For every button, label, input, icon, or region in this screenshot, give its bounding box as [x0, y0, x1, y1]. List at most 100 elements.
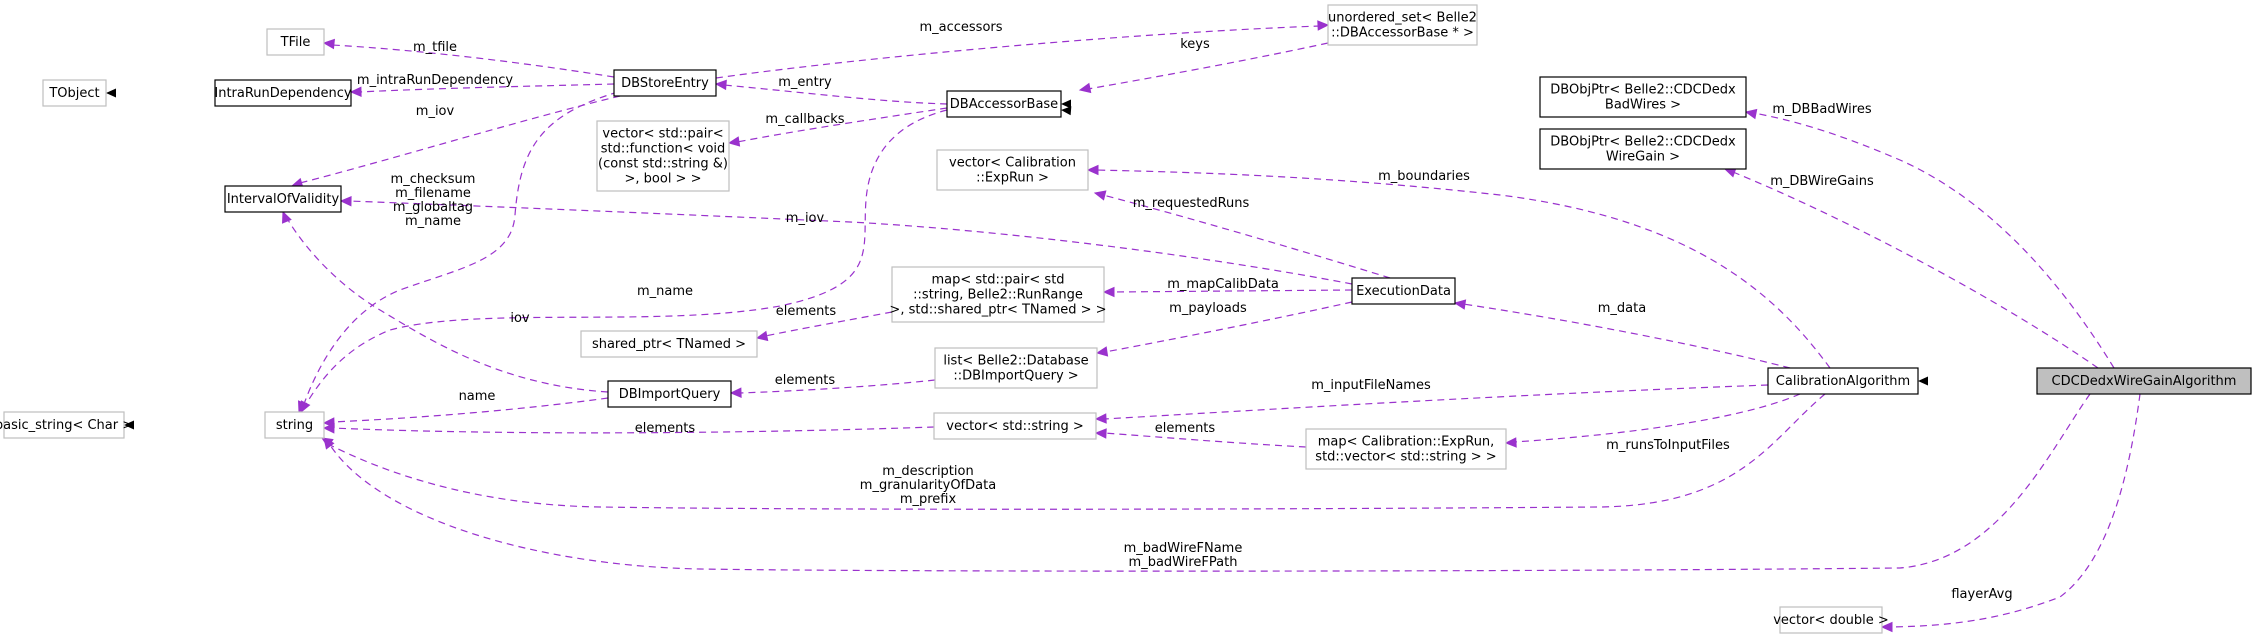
class-node-label: string: [276, 418, 313, 433]
edge-label-m-badwirefpath: m_badWireFPath: [1129, 555, 1238, 570]
arrowhead-icon: [1061, 106, 1072, 116]
edge-line: [331, 44, 615, 78]
class-node-box: [580, 330, 758, 358]
edge-line: [348, 200, 1353, 285]
class-node-cdcdedxwiregainalgorithm[interactable]: CDCDedxWireGainAlgorithm: [2036, 367, 2252, 395]
class-node-calibrationalgorithm[interactable]: CalibrationAlgorithm: [1767, 367, 1919, 395]
arrowhead-icon: [1095, 346, 1109, 357]
class-node-box: [1327, 4, 1478, 46]
class-node-label: list< Belle2::Database: [943, 354, 1088, 369]
edge-label-m-iov: m_iov: [786, 211, 825, 226]
usage-edge-map-pair-to-shared-ptr: [755, 311, 893, 342]
edge-label-m-name: m_name: [637, 284, 693, 299]
inheritance-edge-cdcdedxwiregainalgorithm-to-calibrationalgorithm: [1918, 376, 1928, 386]
class-node-box: [224, 185, 342, 213]
edge-line: [1111, 289, 1353, 293]
edge-label-m-inputfilenames: m_inputFileNames: [1311, 378, 1431, 393]
edge-labels-layer: m_tfilem_intraRunDependencym_iovm_checks…: [357, 20, 2013, 602]
class-node-dbstoreentry[interactable]: DBStoreEntry: [613, 69, 717, 97]
class-node-list-dbimportquery[interactable]: list< Belle2::Database::DBImportQuery >: [934, 347, 1098, 389]
usage-edge-dbstoreentry-to-string: [298, 91, 619, 414]
class-node-label: basic_string< Char >: [0, 418, 133, 433]
class-node-map-pair[interactable]: map< std::pair< std::string, Belle2::Run…: [889, 266, 1107, 323]
class-node-tobject[interactable]: TObject: [42, 79, 107, 107]
class-node-label: vector< Calibration: [949, 156, 1076, 171]
class-node-vector-exprun[interactable]: vector< Calibration::ExpRun >: [936, 149, 1089, 191]
arrowhead-icon: [755, 330, 769, 342]
class-node-unordered-set[interactable]: unordered_set< Belle2::DBAccessorBase * …: [1327, 4, 1478, 46]
class-node-vector-double[interactable]: vector< double >: [1773, 606, 1889, 634]
edge-label-m-prefix: m_prefix: [900, 492, 957, 507]
class-node-label: unordered_set< Belle2: [1328, 11, 1477, 26]
class-node-tfile[interactable]: TFile: [266, 28, 325, 56]
class-node-label: vector< std::string >: [946, 419, 1083, 434]
usage-edge-dbstoreentry-to-unordered-set: [715, 20, 1330, 79]
class-node-box: [2036, 367, 2252, 395]
arrowhead-icon: [106, 88, 116, 98]
class-node-vector-callbacks[interactable]: vector< std::pair<std::function< void(co…: [596, 120, 730, 192]
edge-label-m-runstoinputfiles: m_runsToInputFiles: [1606, 438, 1730, 453]
edge-label-flayeravg: flayerAvg: [1951, 587, 2012, 602]
class-node-dbaccessorbase[interactable]: DBAccessorBase: [946, 90, 1062, 118]
edge-line: [723, 84, 948, 105]
edge-label-m-description: m_description: [882, 464, 973, 479]
usage-edge-dbimportquery-to-intervalofvalidity: [282, 210, 609, 393]
arrowhead-icon: [1880, 621, 1893, 633]
edge-label-iov: iov: [510, 311, 530, 326]
arrowhead-icon: [1086, 164, 1099, 176]
edge-line: [715, 25, 1321, 79]
usage-edge-vector-string-to-string: [322, 423, 935, 434]
edge-label-m-data: m_data: [1598, 301, 1646, 316]
edge-label-m-entry: m_entry: [778, 75, 832, 90]
edge-label-m-accessors: m_accessors: [919, 20, 1002, 35]
class-node-label: >, bool > >: [625, 172, 702, 187]
edge-label-m-iov: m_iov: [416, 104, 455, 119]
usage-edge-executiondata-to-vector-exprun: [1093, 190, 1391, 279]
class-node-label: >, std::shared_ptr< TNamed > >: [889, 303, 1106, 318]
edge-label-m-payloads: m_payloads: [1169, 301, 1247, 316]
class-node-box: [214, 79, 352, 107]
arrowhead-icon: [124, 420, 134, 430]
edge-line: [1462, 303, 1791, 369]
usage-edge-cdcdedxwiregainalgorithm-to-vector-double: [1880, 393, 2141, 633]
arrowhead-icon: [1744, 108, 1758, 120]
class-node-label: vector< double >: [1773, 613, 1889, 628]
edge-label-elements: elements: [775, 373, 836, 388]
class-node-executiondata[interactable]: ExecutionData: [1351, 277, 1456, 305]
edge-line: [738, 379, 936, 394]
edge-label-m-tfile: m_tfile: [413, 40, 457, 55]
arrowhead-icon: [323, 437, 335, 450]
class-node-basic-string[interactable]: basic_string< Char >: [0, 411, 133, 439]
class-node-intervalofvalidity[interactable]: IntervalOfValidity: [224, 185, 342, 213]
class-node-label: CalibrationAlgorithm: [1776, 374, 1910, 389]
class-node-label: DBAccessorBase: [950, 97, 1058, 112]
usage-edge-dbstoreentry-to-intrarundependency: [349, 83, 615, 98]
class-node-map-exprun[interactable]: map< Calibration::ExpRun,std::vector< st…: [1305, 428, 1507, 470]
class-node-string[interactable]: string: [264, 411, 325, 439]
usage-edge-cdcdedxwiregainalgorithm-to-dbobjptr-badwires: [1744, 108, 2115, 369]
class-node-vector-string[interactable]: vector< std::string >: [933, 412, 1097, 440]
arrowhead-icon: [729, 387, 742, 398]
edge-label-m-mapcalibdata: m_mapCalibData: [1167, 277, 1279, 292]
edge-label-elements: elements: [1155, 421, 1216, 436]
arrowhead-icon: [1102, 286, 1115, 298]
edge-label-m-globaltag: m_globaltag: [393, 200, 473, 215]
class-node-label: IntraRunDependency: [214, 86, 352, 101]
class-node-intrarundependency[interactable]: IntraRunDependency: [214, 79, 352, 107]
usage-edge-unordered-set-to-dbaccessorbase: [1078, 42, 1329, 94]
usage-edge-list-dbimportquery-to-dbimportquery: [729, 379, 936, 398]
edge-label-m-filename: m_filename: [395, 186, 471, 201]
arrowhead-icon: [1094, 413, 1107, 424]
usage-edge-calibrationalgorithm-to-map-exprun: [1504, 393, 1801, 448]
class-node-dbimportquery[interactable]: DBImportQuery: [607, 380, 732, 408]
class-node-shared-ptr[interactable]: shared_ptr< TNamed >: [580, 330, 758, 358]
edge-line: [1104, 301, 1353, 353]
class-node-box: [936, 149, 1089, 191]
edge-label-m-requestedruns: m_requestedRuns: [1133, 196, 1250, 211]
arrowhead-icon: [1078, 82, 1092, 94]
class-node-dbobjptr-wiregain[interactable]: DBObjPtr< Belle2::CDCDedxWireGain >: [1539, 128, 1747, 170]
edge-line: [329, 393, 2091, 572]
edge-line: [287, 219, 609, 393]
